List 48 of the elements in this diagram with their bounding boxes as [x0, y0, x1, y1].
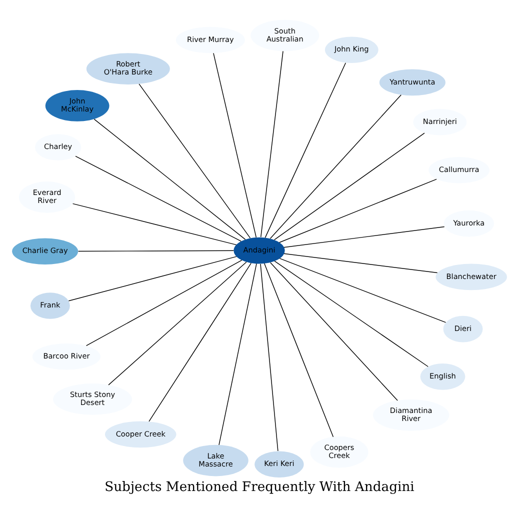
connector — [264, 262, 334, 437]
connector — [260, 50, 283, 237]
node-ellipse: Diamantina River — [372, 398, 449, 430]
connector — [269, 94, 401, 238]
connector — [108, 261, 246, 385]
connector — [270, 262, 398, 400]
node-ellipse: Frank — [30, 292, 70, 318]
node-ellipse: Charley — [34, 134, 81, 160]
node-ellipse: Cooper Creek — [104, 420, 176, 448]
node-ellipse: South Australian — [250, 19, 319, 51]
node-ellipse: Coopers Creek — [310, 436, 368, 468]
connector — [74, 155, 241, 242]
node-ellipse: River Murray — [175, 26, 244, 53]
connector — [212, 52, 256, 238]
node-ellipse: Yaurorka — [443, 210, 494, 236]
node-ellipse: Narrinjeri — [412, 108, 466, 135]
node-ellipse: Callumurra — [428, 156, 489, 183]
connector — [85, 259, 242, 346]
connector — [148, 262, 251, 422]
node-ellipse: Robert O'Hara Burke — [86, 52, 170, 84]
diagram-title: Subjects Mentioned Frequently With Andagini — [104, 480, 414, 495]
node-ellipse: Blanchewater — [435, 263, 506, 290]
node-ellipse: English — [420, 363, 465, 390]
node-ellipse: Everard River — [18, 181, 75, 212]
node-ellipse: Yantruwunta — [378, 68, 445, 96]
connector — [278, 178, 436, 242]
node-ellipse: Dieri — [442, 315, 482, 342]
connector — [68, 256, 236, 301]
node-ellipse: Sturts Stony Desert — [52, 383, 132, 414]
connector — [77, 250, 234, 252]
node-ellipse: John McKinlay — [44, 90, 109, 121]
connector — [283, 226, 444, 248]
connector — [278, 258, 446, 322]
connector — [274, 260, 428, 366]
connector — [218, 262, 256, 445]
node-ellipse: Lake Massacre — [182, 444, 248, 476]
connector — [283, 252, 438, 273]
connector — [273, 132, 424, 240]
connector — [260, 263, 278, 451]
node-ellipse: Keri Keri — [254, 450, 304, 478]
node-ellipse: Charlie Gray — [12, 238, 78, 264]
connector — [72, 202, 236, 245]
node-ellipse: John King — [324, 36, 378, 63]
connector — [93, 118, 246, 240]
node-ellipse: Barcoo River — [32, 342, 100, 370]
connector — [138, 83, 250, 238]
connector — [264, 62, 346, 238]
node-ellipse: Andagini — [233, 236, 284, 264]
